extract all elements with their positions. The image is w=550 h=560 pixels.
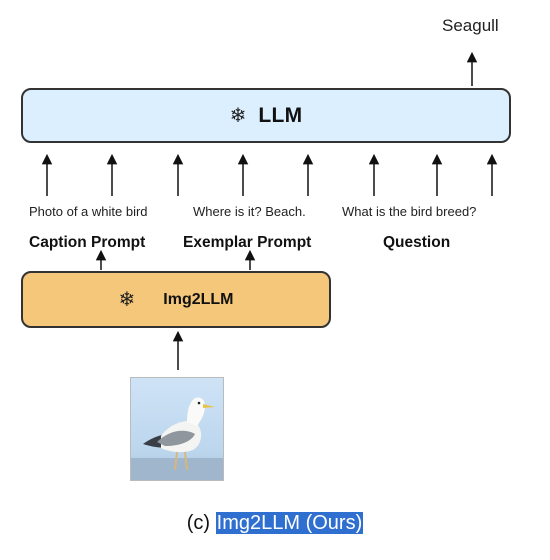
caption-prefix: (c) (186, 512, 211, 534)
exemplar-prompt-label: Exemplar Prompt (183, 234, 312, 251)
token-text: Where is it? Beach. (193, 204, 306, 219)
seagull-photo (130, 377, 224, 481)
caption-prompt-label: Caption Prompt (29, 234, 146, 251)
img2llm-label: Img2LLM (163, 290, 234, 308)
output-label: Seagull (442, 16, 499, 35)
token-text: Photo of a white bird (29, 204, 148, 219)
snowflake-icon: ❄ (229, 104, 247, 127)
figure-caption: (c) Img2LLM (Ours) (0, 512, 550, 535)
img2llm-box: ❄ Img2LLM (21, 271, 331, 328)
token-text: What is the bird breed? (342, 204, 477, 219)
question-label: Question (383, 234, 451, 251)
snowflake-icon: ❄ (118, 288, 136, 311)
caption-highlighted: Img2LLM (Ours) (215, 512, 364, 534)
llm-box: ❄ LLM (21, 88, 511, 143)
llm-label: LLM (258, 103, 303, 127)
